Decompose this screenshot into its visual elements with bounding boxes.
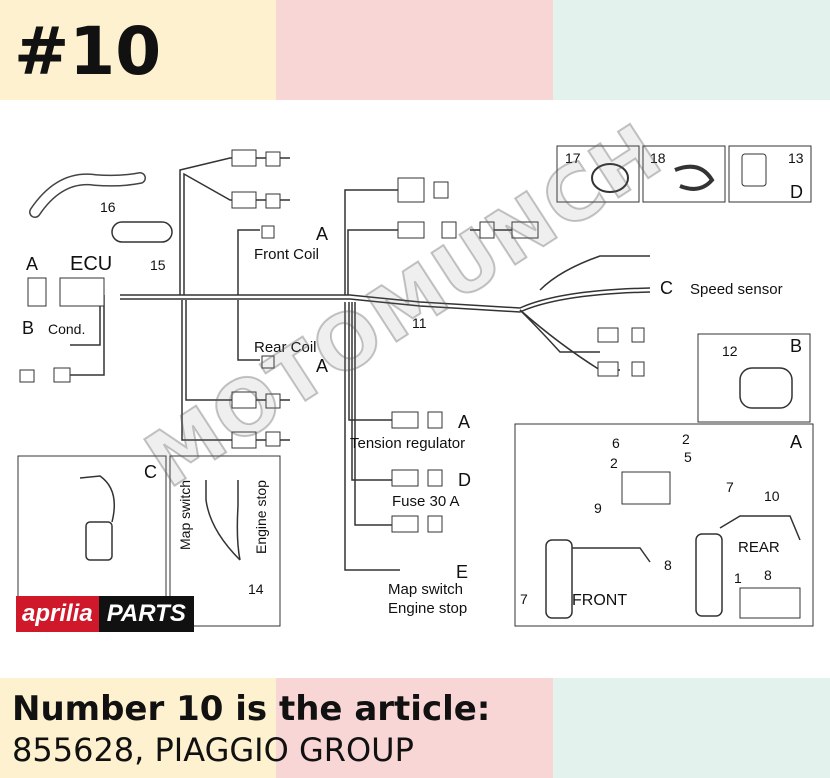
label-fuse: Fuse 30 A [392,493,460,510]
label-2b: 2 [610,455,618,471]
label-10: 10 [764,488,780,504]
label-engine-stop: Engine stop [388,600,467,617]
label-front: FRONT [572,592,627,609]
aprilia-parts-logo: aprilia PARTS [16,596,194,632]
label-d-fuse: D [458,470,471,490]
label-d-box: D [790,182,803,202]
label-c-box: C [144,462,157,482]
label-front-coil: Front Coil [254,246,319,263]
label-2a: 2 [682,431,690,447]
answer-detail: 855628, PIAGGIO GROUP [12,731,414,769]
main-harness [120,287,651,309]
footer-band [0,678,830,778]
label-17: 17 [565,150,581,166]
label-a-front-coil: A [316,224,328,244]
label-16: 16 [100,199,116,215]
label-7a: 7 [726,479,734,495]
answer-heading: Number 10 is the article: [12,689,491,729]
label-speed-sensor: Speed sensor [690,281,783,298]
label-6: 6 [612,435,620,451]
label-18: 18 [650,150,666,166]
page-title: #10 [14,13,162,90]
label-engine-stop-vertical: Engine stop [253,480,269,554]
label-7b: 7 [520,591,528,607]
component-15 [111,221,173,243]
label-ecu: ECU [70,253,112,275]
label-rear: REAR [738,539,780,556]
label-map-switch: Map switch [388,581,463,598]
label-b-box: B [790,336,802,356]
label-rear-coil: Rear Coil [254,339,317,356]
label-15: 15 [150,257,166,273]
label-e-map: E [456,562,468,582]
box-17 [556,145,640,203]
label-a-box: A [790,432,802,452]
label-13: 13 [788,150,804,166]
label-1: 1 [734,570,742,586]
label-tension-regulator: Tension regulator [350,435,465,452]
box-18 [642,145,726,203]
logo-suffix: PARTS [98,596,194,632]
label-cond: Cond. [48,321,85,337]
label-a-ecu: A [26,254,38,274]
label-11: 11 [412,315,427,331]
label-12: 12 [722,343,738,359]
label-a-rear-coil: A [316,356,328,376]
logo-brand: aprilia [16,596,99,632]
label-map-switch-vertical: Map switch [177,480,193,550]
label-5: 5 [684,449,692,465]
wiring-diagram: 16 15 11 A ECU B Con [17,145,814,627]
label-9: 9 [594,500,602,516]
label-c-speed: C [660,278,673,298]
label-14: 14 [248,581,264,597]
label-a-tension: A [458,412,470,432]
header-band [0,0,830,100]
label-8b: 8 [764,567,772,583]
label-b-cond: B [22,318,34,338]
label-8a: 8 [664,557,672,573]
